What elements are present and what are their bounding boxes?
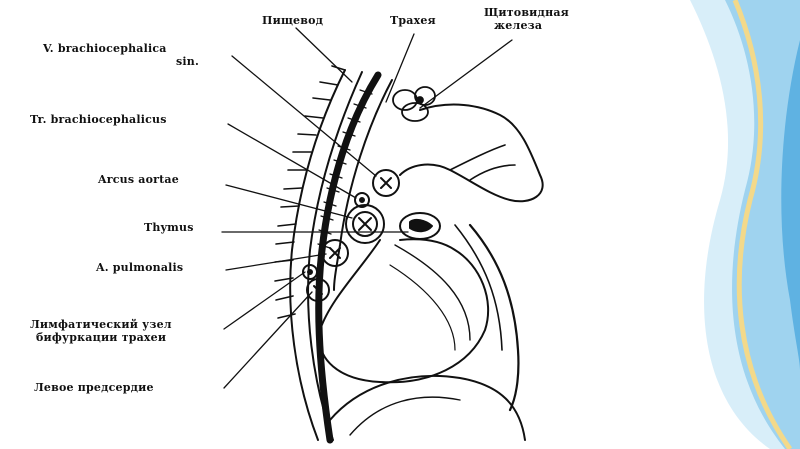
sternum: [468, 223, 520, 412]
thymus-shape: [399, 212, 441, 240]
label-esophagus: Пищевод: [262, 14, 324, 27]
label-v-brachiocephalica-sin: sin.: [176, 55, 199, 68]
leader-lines: [221, 27, 513, 389]
thyroid-gland: [392, 86, 436, 122]
left-atrium-shape: [306, 278, 330, 302]
label-lymph-node-line2: бифуркации трахеи: [36, 331, 167, 344]
spine: [289, 69, 363, 441]
label-trachea: Трахея: [390, 14, 436, 27]
vertebral-processes: [274, 65, 346, 319]
label-lymph-node-line1: Лимфатический узел: [30, 318, 172, 331]
pulmonary-artery: [321, 239, 349, 267]
diaphragm-contour: [329, 374, 526, 441]
label-thymus: Thymus: [144, 221, 194, 234]
label-thyroid-line2: железа: [494, 19, 543, 32]
label-arcus-aortae: Arcus aortae: [98, 173, 179, 186]
brachiocephalic-trunk: [354, 192, 370, 208]
label-left-atrium: Левое предсердие: [34, 381, 154, 394]
label-v-brachiocephalica: V. brachiocephalica: [43, 42, 167, 55]
brachiocephalic-vein: [372, 169, 400, 197]
aortic-arch: [345, 204, 385, 244]
heart-contour: [318, 238, 490, 384]
bifurcation-lymph-node: [302, 264, 318, 280]
label-thyroid-line1: Щитовидная: [484, 6, 569, 19]
trachea: [333, 79, 393, 291]
label-tr-brachiocephalicus: Tr. brachiocephalicus: [30, 113, 167, 126]
label-a-pulmonalis: A. pulmonalis: [96, 261, 184, 274]
